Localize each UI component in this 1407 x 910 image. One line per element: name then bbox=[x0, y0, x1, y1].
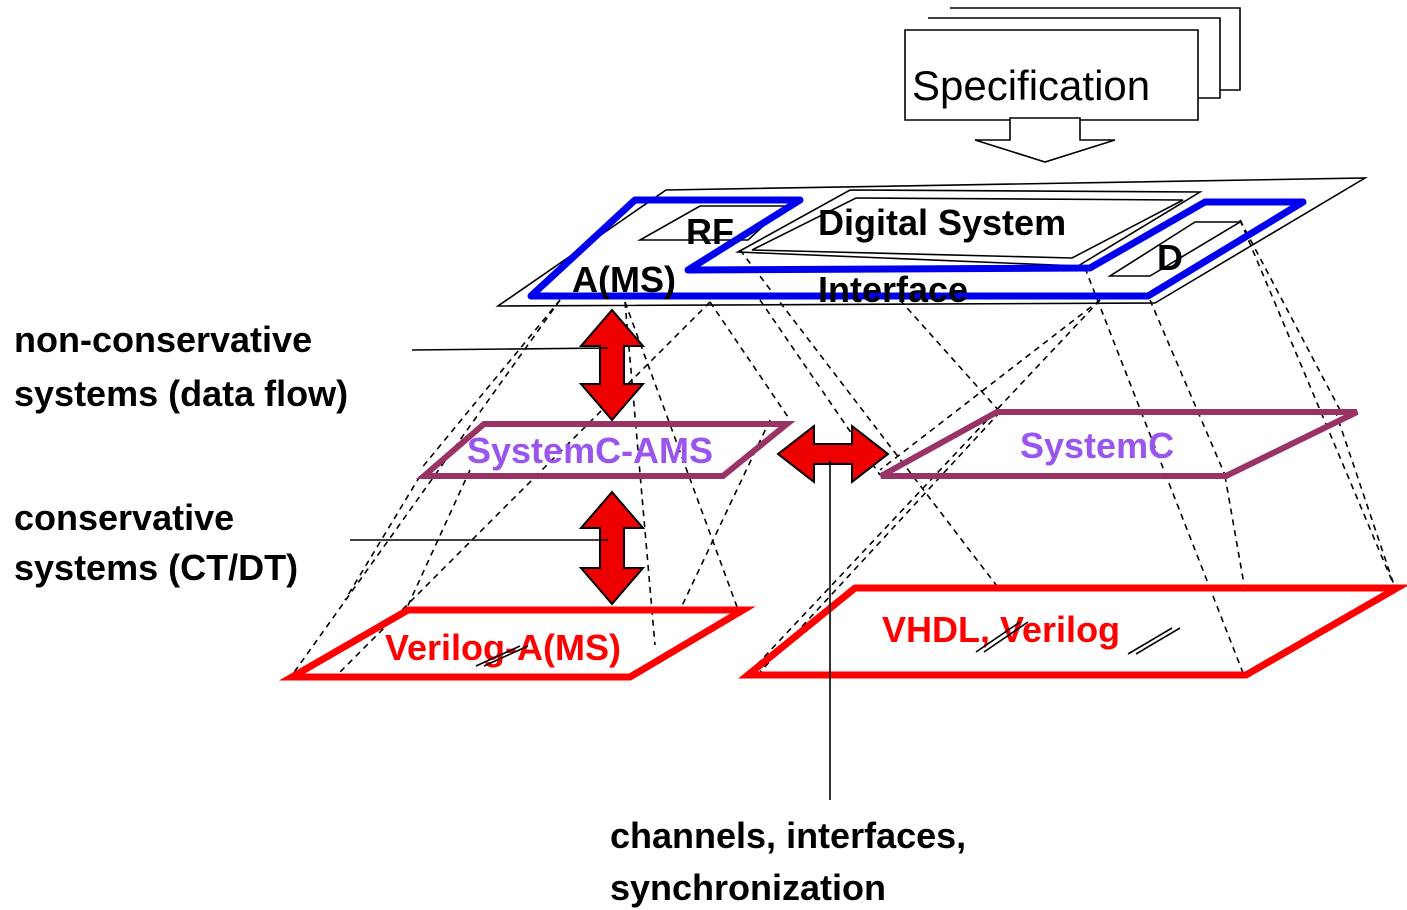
interface-label: Interface bbox=[818, 269, 968, 310]
digital-system-block-inner bbox=[751, 197, 1184, 259]
non-conservative-label-line1: non-conservative bbox=[14, 319, 312, 360]
verilog-ams-label: Verilog-A(MS) bbox=[385, 627, 621, 668]
vhdl-verilog-label: VHDL, Verilog bbox=[882, 609, 1120, 650]
systemc-frame bbox=[879, 409, 1359, 479]
arrow-systemc-ams-to-systemc bbox=[776, 423, 890, 485]
systemc-label: SystemC bbox=[1020, 425, 1174, 466]
systemc-ams-label: SystemC-AMS bbox=[467, 430, 713, 471]
interface-ring bbox=[527, 196, 1307, 300]
d-box bbox=[1107, 221, 1243, 277]
top-layer-frame bbox=[495, 177, 1368, 307]
channels-label-line1: channels, interfaces, bbox=[610, 815, 966, 856]
specification-front-page bbox=[904, 29, 1199, 121]
rf-label: RF bbox=[686, 211, 734, 252]
non-conservative-leader bbox=[411, 347, 609, 351]
bottom-layer: Verilog-A(MS) VHDL, Verilog bbox=[278, 584, 1407, 681]
digital-system-label: Digital System bbox=[818, 202, 1066, 243]
d-label: D bbox=[1157, 237, 1183, 278]
non-conservative-label-line2: systems (data flow) bbox=[14, 373, 348, 414]
systemc-ams-frame bbox=[415, 421, 796, 479]
specification-document-stack: Specification bbox=[904, 7, 1241, 121]
rf-box bbox=[636, 205, 788, 241]
vhdl-verilog-port-marks bbox=[975, 621, 1181, 655]
ams-label: A(MS) bbox=[572, 259, 676, 300]
middle-layer: SystemC-AMS SystemC bbox=[415, 409, 1359, 479]
conservative-label-line2: systems (CT/DT) bbox=[14, 547, 298, 588]
arrow-systemc-ams-to-verilog bbox=[578, 490, 646, 606]
spec-down-arrow bbox=[974, 117, 1116, 163]
channels-label-line2: synchronization bbox=[610, 867, 886, 908]
vhdl-verilog-frame bbox=[738, 584, 1407, 679]
top-layer: RF Digital System A(MS) Interface D bbox=[495, 177, 1368, 310]
specification-label: Specification bbox=[912, 62, 1150, 109]
arrow-top-to-systemc-ams bbox=[578, 308, 646, 422]
verilog-ams-frame bbox=[278, 606, 756, 681]
conservative-label-line1: conservative bbox=[14, 497, 234, 538]
verilog-ams-port-marks bbox=[475, 645, 529, 667]
